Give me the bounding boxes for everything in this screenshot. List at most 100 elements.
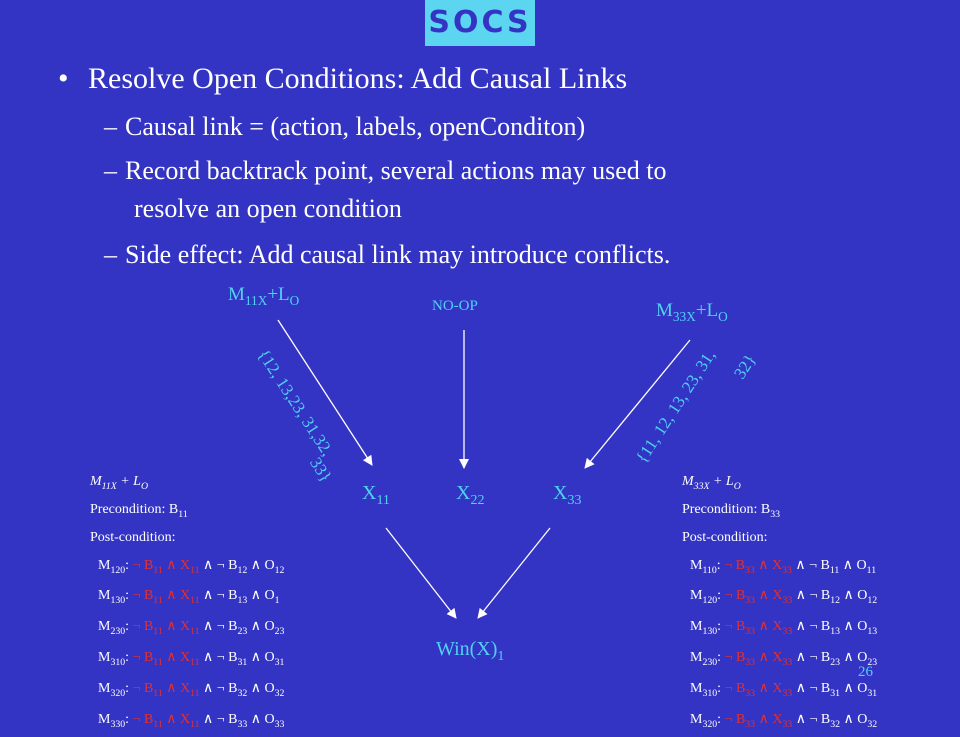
row-tail1: 33: [237, 718, 248, 730]
arrow-m33-to-x33: [584, 339, 691, 469]
main-bullet: • Resolve Open Conditions: Add Causal Li…: [58, 62, 627, 96]
row-tail2: 11: [866, 564, 877, 576]
sub-bullet-text: Causal link = (action, labels, openCondi…: [125, 112, 586, 141]
row-id: 110: [702, 564, 717, 576]
title-text: + L: [116, 474, 141, 489]
node-x33: X33: [553, 482, 581, 509]
row-tail2: 12: [274, 564, 285, 576]
row-tail1: 32: [237, 687, 248, 699]
row-red-part: ¬ B33 ∧ X33: [724, 680, 793, 699]
postcondition-row: M310: ¬ B11 ∧ X11 ∧ ¬ B31 ∧ O31: [98, 649, 285, 668]
title-sub: 33X: [693, 480, 710, 492]
row-id: 310: [702, 687, 718, 699]
row-red-part: ¬ B11 ∧ X11: [132, 557, 200, 576]
row-tail1: 13: [830, 625, 841, 637]
row-m: M: [690, 649, 703, 665]
node-sub: 33X: [672, 308, 696, 324]
dash: –: [104, 240, 117, 269]
left-panel: M11X + LO Precondition: B11 Post-conditi…: [90, 470, 284, 737]
node-m33x-lo: M33X+LO: [656, 300, 728, 325]
row-tail2: 1: [274, 595, 280, 607]
node-text: Win(X): [436, 638, 498, 660]
row-id: 230: [702, 656, 718, 668]
row-tail2: 12: [867, 595, 878, 607]
row-tail1: 11: [829, 564, 840, 576]
row-red-part: ¬ B11 ∧ X11: [132, 711, 200, 730]
sub-bullet-3: –Side effect: Add causal link may introd…: [104, 240, 670, 270]
postcondition-row: M120: ¬ B33 ∧ X33 ∧ ¬ B12 ∧ O12: [690, 588, 878, 607]
precondition-text: Precondition: B: [90, 501, 179, 517]
postcondition-row: M120: ¬ B11 ∧ X11 ∧ ¬ B12 ∧ O12: [98, 557, 285, 576]
row-id: 120: [110, 564, 126, 576]
node-m11x-lo: M11X+LO: [228, 284, 299, 309]
node-sub: 11: [376, 493, 390, 508]
row-tail2: 13: [867, 625, 878, 637]
left-postcondition: Post-condition:: [90, 529, 176, 545]
row-m: M: [690, 557, 703, 573]
postcondition-row: M110: ¬ B33 ∧ X33 ∧ ¬ B11 ∧ O11: [690, 557, 877, 576]
title-sub: O: [733, 480, 741, 492]
row-red-part: ¬ B11 ∧ X11: [132, 619, 200, 637]
right-precondition: Precondition: B33: [682, 498, 877, 526]
row-id: 320: [702, 718, 718, 730]
node-x22: X22: [456, 482, 484, 509]
row-id: 320: [110, 687, 126, 699]
row-m: M: [98, 557, 111, 573]
node-text: X: [456, 482, 471, 504]
title-text: M: [682, 474, 694, 489]
sub-bullet-2-cont: resolve an open condition: [134, 194, 402, 223]
node-no-op: NO-OP: [432, 298, 478, 314]
row-m: M: [98, 588, 111, 604]
node-text: M: [656, 300, 673, 321]
precondition-sub: 33: [770, 508, 781, 520]
row-tail1: 32: [830, 718, 841, 730]
arrow-x11-to-win: [385, 527, 457, 619]
postcondition-row: M130: ¬ B11 ∧ X11 ∧ ¬ B13 ∧ O1: [98, 588, 280, 607]
postcondition-row: M310: ¬ B33 ∧ X33 ∧ ¬ B31 ∧ O31: [690, 680, 878, 699]
node-x11: X11: [362, 482, 390, 509]
row-tail1: 12: [830, 595, 841, 607]
row-tail1: 23: [830, 656, 841, 668]
row-m: M: [98, 619, 111, 635]
row-tail2: 32: [274, 687, 285, 699]
row-tail2: 31: [867, 687, 878, 699]
arrow-x33-to-win: [477, 527, 551, 619]
row-m: M: [690, 680, 703, 696]
right-panel: M33X + LO Precondition: B33 Post-conditi…: [682, 470, 877, 737]
row-tail2: 23: [867, 656, 878, 668]
node-text: X: [553, 482, 568, 504]
node-text: M: [228, 284, 245, 305]
postcondition-row: M320: ¬ B11 ∧ X11 ∧ ¬ B32 ∧ O32: [98, 680, 285, 699]
sub-bullet-text: Side effect: Add causal link may introdu…: [125, 240, 671, 269]
row-id: 330: [110, 718, 126, 730]
row-red-part: ¬ B11 ∧ X11: [132, 680, 200, 699]
title-text: + L: [709, 474, 734, 489]
title-sub: O: [140, 480, 149, 492]
node-sub: 11X: [244, 292, 268, 308]
node-sub: O: [289, 292, 300, 308]
sub-bullet-text: Record backtrack point, several actions …: [125, 156, 667, 185]
node-sub: 33: [567, 493, 582, 508]
left-precondition: Precondition: B11: [90, 498, 284, 526]
socs-logo: SOCS: [425, 0, 535, 46]
row-m: M: [98, 711, 111, 727]
main-bullet-text: Resolve Open Conditions: Add Causal Link…: [88, 62, 628, 95]
precondition-text: Precondition: B: [682, 501, 771, 517]
right-postcondition: Post-condition:: [682, 529, 768, 545]
title-text: M: [90, 474, 102, 489]
node-sub: O: [718, 308, 728, 324]
node-sub: 1: [497, 649, 505, 664]
diagram-arrows: [277, 319, 691, 619]
row-tail1: 12: [237, 564, 248, 576]
row-m: M: [690, 711, 703, 727]
row-red-part: ¬ B33 ∧ X33: [724, 649, 793, 668]
row-id: 130: [702, 625, 718, 637]
postcondition-row: M130: ¬ B33 ∧ X33 ∧ ¬ B13 ∧ O13: [690, 619, 878, 637]
row-m: M: [690, 619, 703, 635]
row-tail1: 31: [830, 687, 841, 699]
row-tail1: 13: [237, 595, 248, 607]
title-sub: 11X: [101, 480, 117, 492]
postcondition-row: M330: ¬ B11 ∧ X11 ∧ ¬ B33 ∧ O33: [98, 711, 285, 730]
row-red-part: ¬ B33 ∧ X33: [724, 557, 792, 576]
